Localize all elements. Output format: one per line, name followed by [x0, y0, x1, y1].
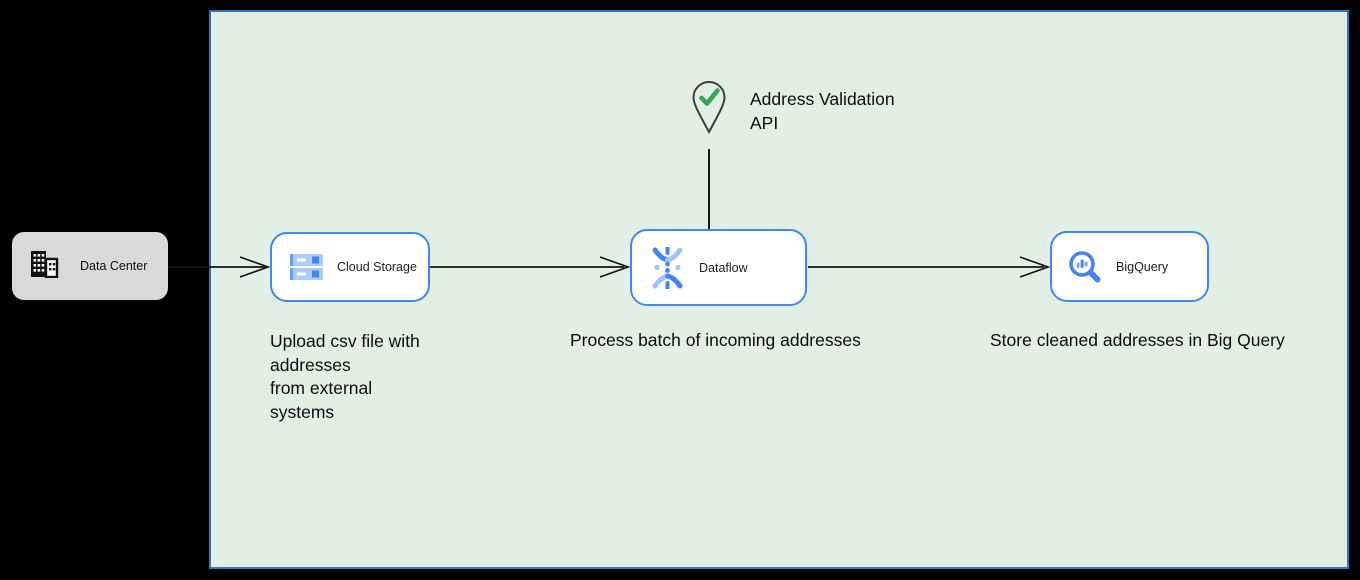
address-validation-api-label: Address Validation API	[750, 89, 895, 133]
dataflow-icon	[649, 246, 686, 289]
cloud-storage-icon	[290, 252, 323, 282]
data-center-building-icon	[29, 250, 59, 283]
map-pin-check-icon	[692, 80, 726, 140]
caption-upload-csv: Upload csv file with addresses from exte…	[270, 331, 420, 422]
node-cloud-storage: Cloud Storage	[270, 232, 430, 302]
data-center-label: Data Center	[80, 259, 148, 273]
node-data-center: Data Center	[12, 232, 168, 300]
node-dataflow: Dataflow	[630, 229, 807, 306]
node-bigquery: BigQuery	[1050, 231, 1209, 302]
bigquery-label: BigQuery	[1116, 259, 1169, 274]
cloud-storage-label: Cloud Storage	[337, 260, 417, 274]
caption-process-batch: Process batch of incoming addresses	[570, 330, 861, 350]
dataflow-label: Dataflow	[699, 260, 748, 275]
caption-store-cleaned: Store cleaned addresses in Big Query	[990, 330, 1285, 350]
bigquery-icon	[1067, 249, 1103, 285]
